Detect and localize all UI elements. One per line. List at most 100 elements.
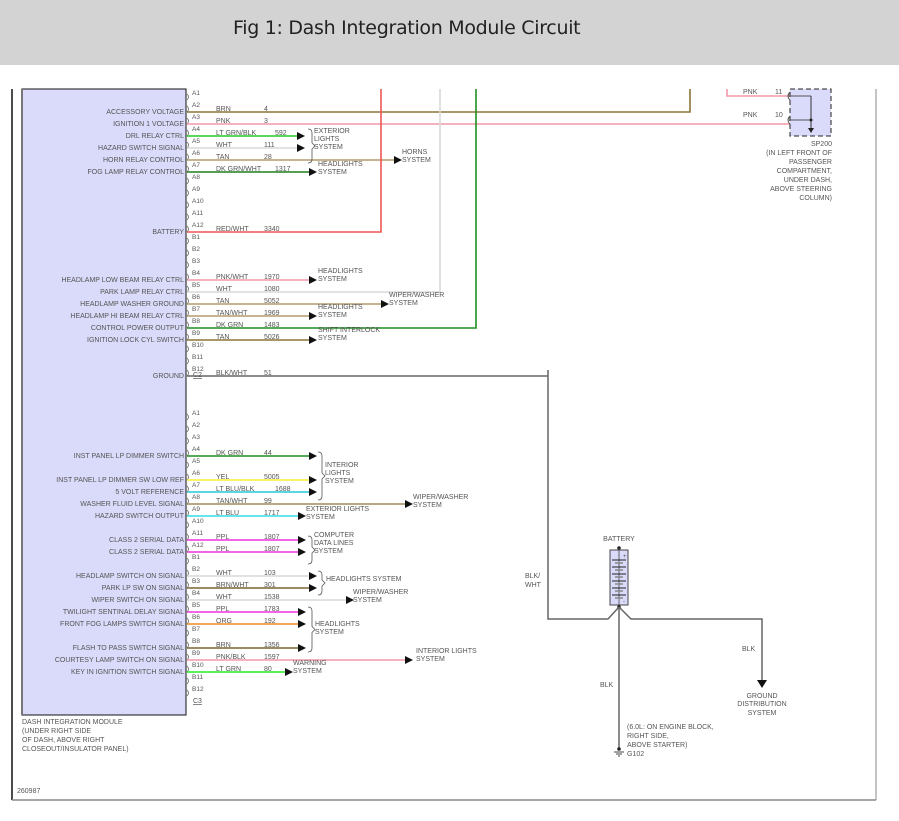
pin-glyph [186, 297, 189, 305]
wire-color-label: TAN/WHT [216, 498, 248, 505]
ground-distribution-label: DISTRIBUTION [737, 701, 786, 708]
wire-color-label: WHT [216, 570, 233, 577]
ground-distribution-label: GROUND [746, 693, 777, 700]
pin-glyph [186, 177, 189, 185]
pin-number: B7 [192, 626, 200, 633]
bracket [317, 570, 326, 596]
destination-label: WIPER/WASHER [353, 589, 408, 596]
pin-glyph [186, 497, 189, 505]
pin-function-label: CONTROL POWER OUTPUT [91, 325, 185, 332]
arrow-icon [298, 536, 306, 544]
destination-label: SYSTEM [306, 514, 335, 521]
destination-label: HEADLIGHTS SYSTEM [326, 576, 402, 583]
wire-color-label: WHT [216, 286, 233, 293]
destination-label: INTERIOR LIGHTS [416, 648, 477, 655]
pin-glyph [186, 261, 189, 269]
pin-glyph [186, 485, 189, 493]
pin-function-label: HEADLAMP SWITCH ON SIGNAL [76, 573, 184, 580]
wire-color-label: BRN [216, 106, 231, 113]
destination-label: HEADLIGHTS [318, 268, 363, 275]
pin-number: B3 [192, 578, 200, 585]
circuit-number: 28 [264, 154, 272, 161]
circuit-number: 1483 [264, 322, 280, 329]
circuit-number: 3340 [264, 226, 280, 233]
circuit-number: 99 [264, 498, 272, 505]
destination-label: INTERIOR [325, 462, 358, 469]
pin-function-label: KEY IN IGNITION SWITCH SIGNAL [71, 669, 184, 676]
pin-number: A2 [192, 422, 200, 429]
pin-number: A4 [192, 446, 200, 453]
wire-color-label: PNK/BLK [216, 654, 246, 661]
circuit-number: 5052 [264, 298, 280, 305]
wire-color-label: DK GRN [216, 322, 243, 329]
pin-glyph [186, 617, 189, 625]
battery-label: BATTERY [603, 536, 635, 543]
pin-number: B1 [192, 234, 200, 241]
wire-blk-wht-ground [547, 370, 620, 620]
arrow-icon [309, 572, 317, 580]
pin-glyph [186, 201, 189, 209]
battery-wire-in-label: BLK/ [525, 573, 540, 580]
pin-glyph [186, 545, 189, 553]
module-name-line: DASH INTEGRATION MODULE [22, 719, 123, 726]
wire-color-label: PPL [216, 606, 229, 613]
pin-glyph [186, 437, 189, 445]
circuit-number: 1597 [264, 654, 280, 661]
destination-label: WIPER/WASHER [413, 494, 468, 501]
pin-glyph [186, 213, 189, 221]
module-name-line: CLOSEOUT/INSULATOR PANEL) [22, 746, 129, 753]
destination-label: SYSTEM [389, 300, 418, 307]
wire-color-label: DK GRN [216, 450, 243, 457]
destination-label: HEADLIGHTS [318, 304, 363, 311]
pin-number: B9 [192, 330, 200, 337]
arrow-icon [309, 452, 317, 460]
destination-labels: EXTERIORLIGHTSSYSTEMHORNSSYSTEMHEADLIGHT… [293, 128, 477, 675]
pin-number: B11 [192, 674, 203, 681]
ground-node [617, 747, 621, 751]
pin-number: A11 [192, 210, 203, 217]
pin-function-label: BATTERY [152, 229, 184, 236]
pin-function-label: INST PANEL LP DIMMER SW LOW REF [56, 477, 184, 484]
circuit-number: 1688 [275, 486, 291, 493]
pin-number: A6 [192, 150, 200, 157]
circuit-number: 192 [264, 618, 276, 625]
wire-color-label: WHT [216, 142, 233, 149]
figure-header: Fig 1: Dash Integration Module Circuit [0, 0, 899, 65]
wire-color-label: YEL [216, 474, 229, 481]
pin-glyph [186, 413, 189, 421]
arrow-icon [309, 584, 317, 592]
pin-number: A4 [192, 126, 200, 133]
splice-sp200: SP200 (IN LEFT FRONT OF PASSENGER COMPAR… [743, 88, 832, 202]
pin-number: A5 [192, 458, 200, 465]
pin-number: A8 [192, 174, 200, 181]
pin-glyph [186, 641, 189, 649]
pin-number: A1 [192, 410, 200, 417]
pin-function-label: HEADLAMP LOW BEAM RELAY CTRL [61, 277, 184, 284]
circuit-number: 44 [264, 450, 272, 457]
destination-label: LIGHTS [325, 470, 351, 477]
wire-blk-ground-distribution [618, 606, 763, 680]
wire-color-label: TAN [216, 154, 229, 161]
pin-function-label: GROUND [153, 373, 184, 380]
destination-label: EXTERIOR LIGHTS [306, 506, 369, 513]
destination-label: SYSTEM [318, 312, 347, 319]
pin-number: B12 [192, 686, 204, 693]
destination-label: DATA LINES [314, 540, 354, 547]
pin-function-label: FRONT FOG LAMPS SWITCH SIGNAL [60, 621, 184, 628]
pin-glyph [186, 605, 189, 613]
arrow-icon [298, 548, 306, 556]
destination-label: LIGHTS [314, 136, 340, 143]
pin-function-label: WIPER SWITCH ON SIGNAL [91, 597, 184, 604]
arrow-icon [298, 512, 306, 520]
battery-minus: - [623, 599, 625, 605]
pin-glyph [186, 593, 189, 601]
wire-park-lamp-relay-ctrl [187, 89, 441, 293]
destination-label: SHIFT INTERLOCK [318, 327, 380, 334]
pin-number: B10 [192, 662, 204, 669]
pin-function-label: DRL RELAY CTRL [126, 133, 184, 140]
pin-function-label: PARK LP SW ON SIGNAL [102, 585, 184, 592]
circuit-number: 111 [264, 142, 275, 149]
connector-glyph [787, 115, 791, 125]
arrow-icon [297, 132, 305, 140]
arrow-icon [394, 156, 402, 164]
